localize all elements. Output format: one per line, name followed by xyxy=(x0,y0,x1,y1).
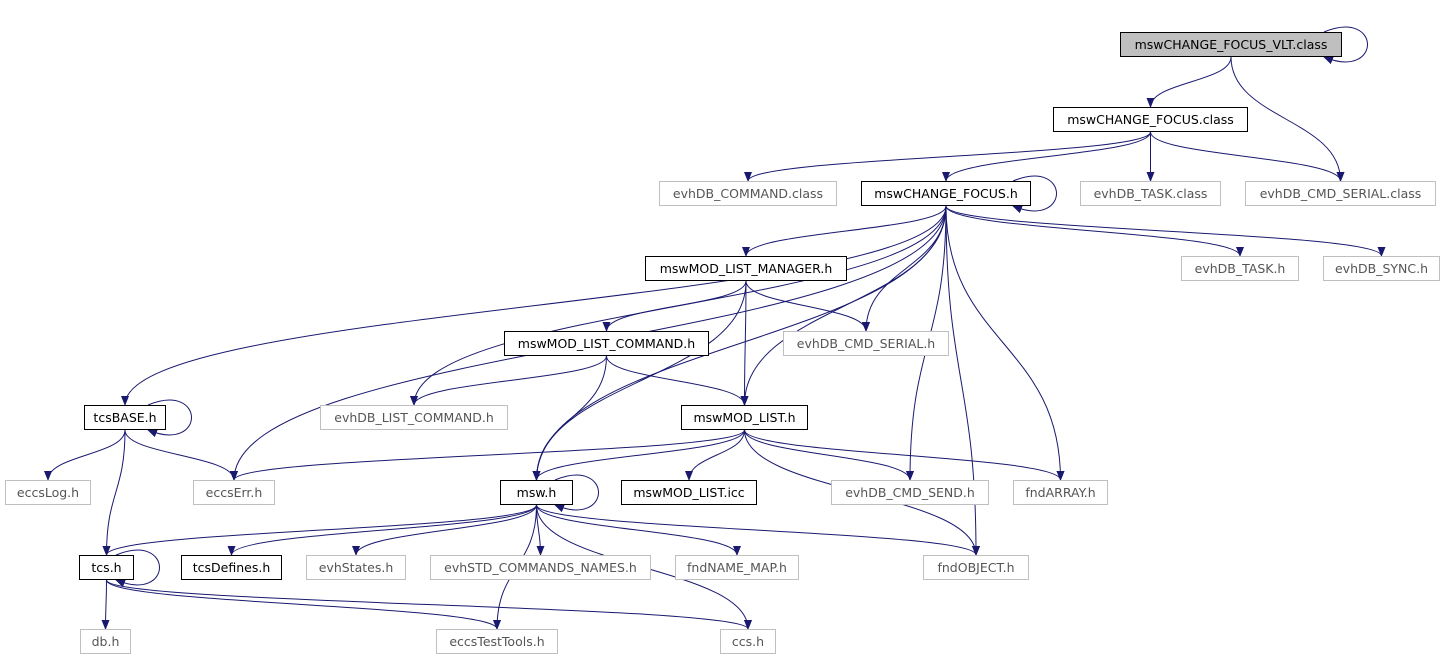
edge-msw_h-to-evhstates_h xyxy=(352,504,537,556)
node-fndobject-h[interactable]: fndOBJECT.h xyxy=(923,555,1029,580)
edge-focus_h-to-evhdb_task_h xyxy=(945,205,1244,257)
node-evhdb-task-h[interactable]: evhDB_TASK.h xyxy=(1181,256,1299,281)
node-evhdb-sync-h[interactable]: evhDB_SYNC.h xyxy=(1323,256,1440,281)
node-evhdb-list-command-h[interactable]: evhDB_LIST_COMMAND.h xyxy=(320,405,508,430)
edge-tcsbase_h-to-tcsbase_h xyxy=(147,399,192,438)
edge-list_manager_h-to-mod_list_h xyxy=(740,280,749,406)
node-evhstates-h[interactable]: evhStates.h xyxy=(306,555,406,580)
edge-mod_list_h-to-fndarray_h xyxy=(744,429,1065,481)
node-eccstesttools-h[interactable]: eccsTestTools.h xyxy=(436,629,558,654)
edge-list_manager_h-to-msw_h xyxy=(532,280,747,481)
node-evhstd-commands-names-h[interactable]: evhSTD_COMMANDS_NAMES.h xyxy=(430,555,651,580)
node-tcsbase-h[interactable]: tcsBASE.h xyxy=(84,405,166,430)
edge-mod_list_h-to-eccserr_h xyxy=(230,429,745,481)
edge-focus_h-to-list_manager_h xyxy=(742,205,947,257)
edge-msw_h-to-fndobject_h xyxy=(536,504,980,556)
node-evhdb-cmd-send-h[interactable]: evhDB_CMD_SEND.h xyxy=(831,480,989,505)
edge-mod_list_h-to-evhdb_cmd_send_h xyxy=(744,429,914,481)
edge-focus_h-to-tcsbase_h xyxy=(121,205,947,406)
edge-msw_h-to-msw_h xyxy=(554,474,599,513)
edge-list_command_h-to-msw_h xyxy=(532,355,607,481)
node-eccserr-h[interactable]: eccsErr.h xyxy=(193,480,275,505)
node-mod-list-h[interactable]: mswMOD_LIST.h xyxy=(681,405,808,430)
node-evhdb-cmd-serial-h[interactable]: evhDB_CMD_SERIAL.h xyxy=(783,331,949,356)
node-evhdb-task-class[interactable]: evhDB_TASK.class xyxy=(1080,181,1221,206)
edge-focus_class-to-evhdb_command_class xyxy=(744,131,1151,182)
node-change-focus-class[interactable]: mswCHANGE_FOCUS.class xyxy=(1053,107,1248,132)
edge-tcs_h-to-ccs_h xyxy=(106,579,752,630)
edge-msw_h-to-fndname_map_h xyxy=(536,504,741,556)
edge-tcsbase_h-to-eccslog_h xyxy=(44,429,126,481)
edge-tcsbase_h-to-eccserr_h xyxy=(124,429,238,481)
node-mod-list-manager-h[interactable]: mswMOD_LIST_MANAGER.h xyxy=(645,256,847,281)
edge-mod_list_h-to-msw_h xyxy=(532,429,745,481)
edge-list_manager_h-to-list_command_h xyxy=(602,280,747,332)
node-tcsdefines-h[interactable]: tcsDefines.h xyxy=(181,555,282,580)
edge-focus_class-to-focus_h xyxy=(942,131,1151,182)
node-root-class[interactable]: mswCHANGE_FOCUS_VLT.class xyxy=(1120,32,1342,57)
edge-focus_h-to-mod_list_h xyxy=(740,205,947,406)
node-mod-list-command-h[interactable]: mswMOD_LIST_COMMAND.h xyxy=(504,331,709,356)
edge-root-to-root xyxy=(1323,26,1368,65)
node-evhdb-command-class[interactable]: evhDB_COMMAND.class xyxy=(659,181,837,206)
node-db-h[interactable]: db.h xyxy=(80,629,131,654)
edge-msw_h-to-evhstd_names_h xyxy=(536,504,545,556)
edge-focus_h-to-focus_h xyxy=(1012,175,1057,214)
node-ccs-h[interactable]: ccs.h xyxy=(720,629,776,654)
edge-focus_h-to-evhdb_cmd_serial_h xyxy=(862,205,947,332)
edge-root-to-focus_class xyxy=(1146,56,1232,108)
edge-tcsbase_h-to-tcs_h xyxy=(102,429,126,556)
edge-list_command_h-to-evhdb_list_command_h xyxy=(410,355,607,406)
node-evhdb-cmd-serial-class[interactable]: evhDB_CMD_SERIAL.class xyxy=(1245,181,1436,206)
edge-list_command_h-to-mod_list_h xyxy=(606,355,749,406)
edge-list_manager_h-to-evhdb_cmd_serial_h xyxy=(745,280,870,332)
edge-msw_h-to-tcs_h xyxy=(102,504,537,556)
node-mod-list-icc[interactable]: mswMOD_LIST.icc xyxy=(621,480,757,505)
node-fndarray-h[interactable]: fndARRAY.h xyxy=(1013,480,1108,505)
edge-tcs_h-to-db_h xyxy=(101,579,110,630)
edge-msw_h-to-tcsdefines_h xyxy=(227,504,537,556)
node-change-focus-h[interactable]: mswCHANGE_FOCUS.h xyxy=(861,181,1031,206)
edge-tcs_h-to-eccstesttools_h xyxy=(106,579,501,630)
node-eccslog-h[interactable]: eccsLog.h xyxy=(5,480,91,505)
node-fndname-map-h[interactable]: fndNAME_MAP.h xyxy=(675,555,799,580)
edge-focus_h-to-fndarray_h xyxy=(945,205,1065,481)
edge-focus_class-to-evhdb_cmd_serial_class xyxy=(1150,131,1345,182)
edge-mod_list_h-to-mod_list_icc xyxy=(685,429,745,481)
edge-focus_h-to-evhdb_sync_h xyxy=(945,205,1386,257)
edge-root-to-evhdb_cmd_serial_class xyxy=(1230,56,1345,182)
node-tcs-h[interactable]: tcs.h xyxy=(79,555,134,580)
edge-tcs_h-to-tcs_h xyxy=(115,549,160,588)
node-msw-h[interactable]: msw.h xyxy=(500,480,573,505)
